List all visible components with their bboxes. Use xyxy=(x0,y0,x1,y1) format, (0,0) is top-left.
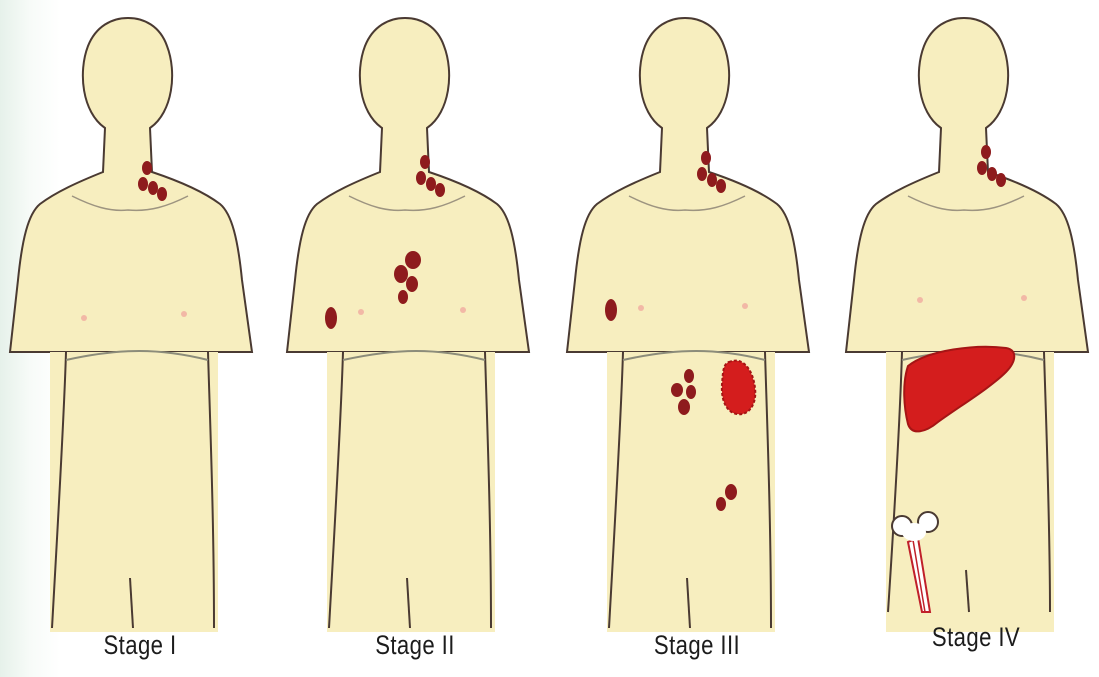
stage-2-label: Stage II xyxy=(333,630,497,661)
stage-1-label: Stage I xyxy=(58,630,222,661)
stage-3-label: Stage III xyxy=(615,630,779,661)
stage-3-figure: Stage III xyxy=(557,0,837,677)
body-outline-stage-2 xyxy=(277,0,557,640)
stage-1-figure: Stage I xyxy=(0,0,280,677)
stage-4-label: Stage IV xyxy=(894,622,1058,653)
body-outline-stage-3 xyxy=(557,0,837,640)
body-outline-stage-4 xyxy=(836,0,1099,640)
stage-4-figure: Stage IV xyxy=(836,0,1099,677)
axillary-lymph-node xyxy=(325,307,337,329)
body-outline-stage-1 xyxy=(0,0,280,640)
axillary-lymph-node xyxy=(605,299,617,321)
stage-2-figure: Stage II xyxy=(277,0,557,677)
